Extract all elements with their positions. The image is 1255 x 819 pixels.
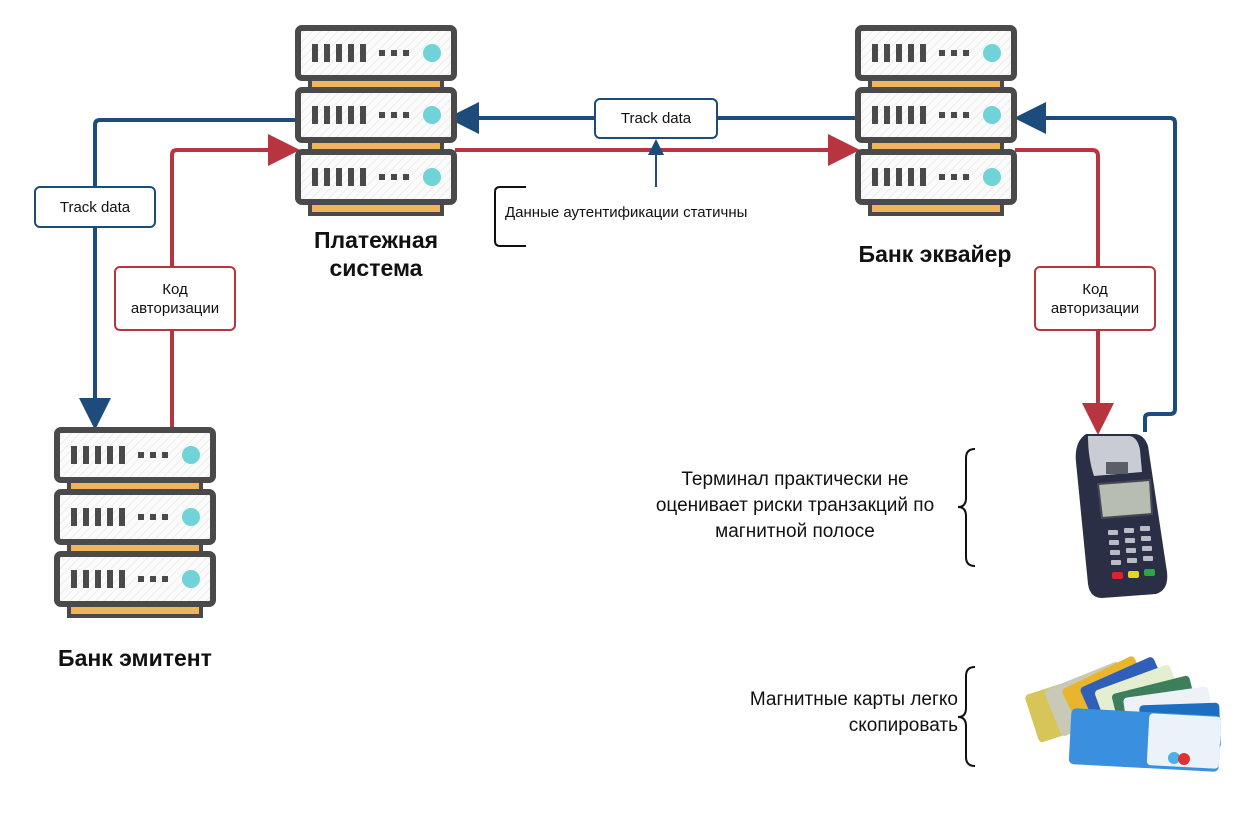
cards-note-brace — [957, 666, 976, 767]
terminal-note-brace — [957, 448, 976, 567]
auth-code-flow-acquirer-to-terminal — [1015, 148, 1114, 435]
auth-code-flow-issuer-to-ps — [170, 134, 300, 428]
auth-code-label-right: Код авторизации — [1034, 266, 1156, 331]
issuer-server-icon — [57, 430, 213, 616]
static-auth-note: Данные аутентификации статичны — [505, 204, 748, 221]
magnetic-cards-icon — [1025, 656, 1222, 772]
track-data-label-left: Track data — [34, 186, 156, 228]
payment-system-title: Платежная система — [313, 227, 439, 281]
terminal-note: Терминал практически не оценивает риски … — [655, 469, 935, 542]
acquirer-server-icon — [858, 28, 1014, 214]
issuer-title: Банк эмитент — [58, 645, 212, 671]
auth-code-label-left: Код авторизации — [114, 266, 236, 331]
payment-system-server-icon — [298, 28, 454, 214]
cards-note: Магнитные карты легко скопировать — [749, 689, 958, 736]
track-data-flow-terminal-to-acquirer — [1014, 102, 1177, 432]
static-auth-bracket — [494, 186, 526, 247]
track-data-label-top: Track data — [594, 98, 718, 139]
track-data-flow-ps-to-issuer — [79, 118, 298, 430]
pos-terminal-icon — [1075, 434, 1168, 598]
acquirer-title: Банк эквайер — [858, 241, 1012, 267]
